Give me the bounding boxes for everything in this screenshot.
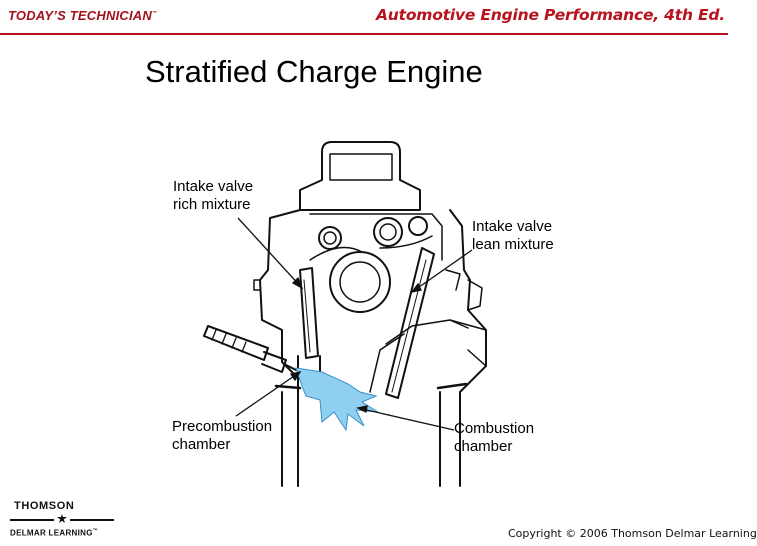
camshaft bbox=[329, 251, 391, 313]
combustion-flame bbox=[295, 367, 379, 432]
header-bar: TODAY’S TECHNICIAN™ Automotive Engine Pe… bbox=[0, 0, 728, 36]
copyright-notice: Copyright © 2006 Thomson Delmar Learning bbox=[508, 527, 757, 540]
logo-trademark: ™ bbox=[92, 528, 99, 534]
engine-diagram bbox=[203, 141, 487, 487]
leader-lean bbox=[411, 249, 473, 293]
rocker-right bbox=[373, 217, 403, 247]
leader-combustion bbox=[357, 407, 455, 431]
leader-rich bbox=[237, 217, 303, 289]
callout-combustion: Combustion chamber bbox=[454, 420, 535, 455]
brand-logo: TODAY’S TECHNICIAN™ bbox=[8, 8, 157, 23]
slide-title: Stratified Charge Engine bbox=[145, 54, 483, 89]
lean-intake-valve-stem bbox=[385, 247, 435, 399]
rich-intake-valve-stem bbox=[299, 267, 319, 359]
book-title: Automotive Engine Performance, 4th Ed. bbox=[376, 6, 725, 24]
logo-top-text: THOMSON bbox=[14, 500, 75, 512]
header-rule bbox=[0, 33, 728, 35]
publisher-logo: THOMSON DELMAR LEARNING™ bbox=[10, 498, 120, 542]
brand-trademark: ™ bbox=[151, 10, 158, 17]
callout-precombustion: Precombustion chamber bbox=[172, 418, 273, 453]
brand-text: TODAY’S TECHNICIAN bbox=[8, 8, 152, 23]
callout-intake-lean: Intake valve lean mixture bbox=[472, 218, 554, 253]
cylinder-wall-right bbox=[439, 391, 461, 487]
cylinder-head-outline bbox=[259, 209, 487, 487]
rocker-left bbox=[318, 226, 342, 250]
valve-cover bbox=[299, 141, 421, 211]
leader-precombustion bbox=[235, 371, 301, 417]
spark-plug bbox=[203, 325, 297, 373]
callout-intake-rich: Intake valve rich mixture bbox=[173, 178, 254, 213]
logo-star-mark bbox=[10, 514, 114, 523]
logo-bottom-text: DELMAR LEARNING™ bbox=[10, 528, 99, 538]
cylinder-wall-left bbox=[281, 391, 299, 487]
